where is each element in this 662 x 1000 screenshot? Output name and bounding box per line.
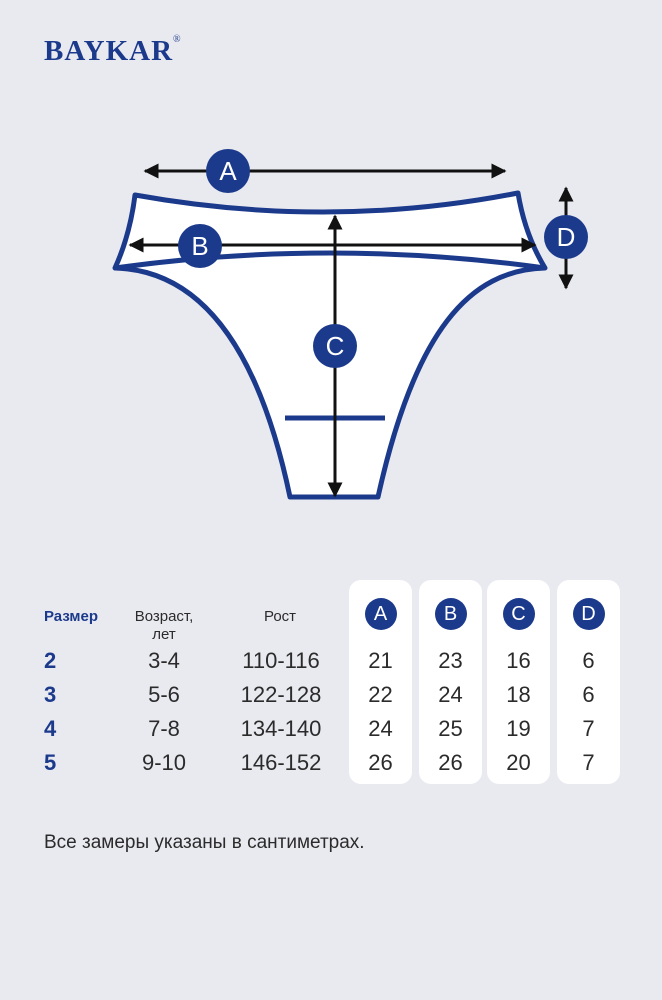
cell-c: 19 bbox=[506, 716, 531, 741]
cell-c: 18 bbox=[506, 682, 531, 707]
measure-a-label: A bbox=[219, 156, 237, 186]
cell-age: 3-4 bbox=[148, 648, 180, 673]
cell-age: 5-6 bbox=[148, 682, 180, 707]
cell-size: 3 bbox=[44, 682, 57, 707]
column-c-badge: C bbox=[502, 598, 535, 630]
measure-a: A bbox=[143, 149, 507, 193]
table-row: 5 9-10 146-152 26 26 20 7 bbox=[0, 746, 662, 780]
cell-d: 7 bbox=[582, 750, 595, 775]
cell-size: 4 bbox=[44, 716, 57, 741]
cell-b: 24 bbox=[438, 682, 463, 707]
cell-height: 122-128 bbox=[240, 682, 322, 707]
brand-name: BAYKAR bbox=[44, 35, 174, 67]
measure-b: B bbox=[128, 224, 537, 268]
cell-height: 146-152 bbox=[240, 750, 322, 775]
cell-b: 23 bbox=[438, 648, 463, 673]
header-age-line2: лет bbox=[152, 626, 176, 643]
registered-mark: ® bbox=[173, 34, 181, 45]
table-row: 4 7-8 134-140 24 25 19 7 bbox=[0, 712, 662, 746]
cell-height: 110-116 bbox=[242, 648, 320, 673]
column-b-badge: B bbox=[434, 598, 467, 630]
header-age: Возраст, лет bbox=[114, 608, 214, 644]
measure-d: D bbox=[544, 186, 588, 290]
cell-d: 6 bbox=[582, 648, 595, 673]
cell-b: 25 bbox=[438, 716, 463, 741]
garment-diagram: A B C D bbox=[112, 149, 588, 500]
column-card-d: D bbox=[557, 580, 620, 784]
column-a-badge: A bbox=[364, 598, 397, 630]
cell-height: 134-140 bbox=[240, 716, 322, 741]
measure-d-label: D bbox=[557, 222, 576, 252]
cell-b: 26 bbox=[438, 750, 463, 775]
cell-c: 16 bbox=[506, 648, 531, 673]
measurement-note: Все замеры указаны в сантиметрах. bbox=[44, 832, 365, 853]
column-card-a: A bbox=[349, 580, 412, 784]
cell-c: 20 bbox=[506, 750, 531, 775]
cell-d: 7 bbox=[582, 716, 595, 741]
column-card-b: B bbox=[419, 580, 482, 784]
brand-logo: BAYKAR® bbox=[44, 34, 181, 67]
measure-c-label: C bbox=[326, 331, 345, 361]
cell-a: 21 bbox=[368, 648, 393, 673]
measure-c: C bbox=[313, 214, 357, 498]
cell-d: 6 bbox=[582, 682, 595, 707]
cell-a: 24 bbox=[368, 716, 393, 741]
header-size: Размер bbox=[44, 608, 99, 625]
column-d-badge: D bbox=[572, 598, 605, 630]
table-row: 2 3-4 110-116 21 23 16 6 bbox=[0, 644, 662, 678]
column-card-c: C bbox=[487, 580, 550, 784]
cell-size: 5 bbox=[44, 750, 57, 775]
header-age-line1: Возраст, bbox=[134, 608, 194, 625]
cell-age: 9-10 bbox=[141, 750, 187, 775]
cell-size: 2 bbox=[44, 648, 57, 673]
cell-a: 26 bbox=[368, 750, 393, 775]
table-row: 3 5-6 122-128 22 24 18 6 bbox=[0, 678, 662, 712]
measure-b-label: B bbox=[191, 231, 208, 261]
cell-a: 22 bbox=[368, 682, 393, 707]
header-height: Рост bbox=[263, 608, 297, 625]
cell-age: 7-8 bbox=[148, 716, 180, 741]
